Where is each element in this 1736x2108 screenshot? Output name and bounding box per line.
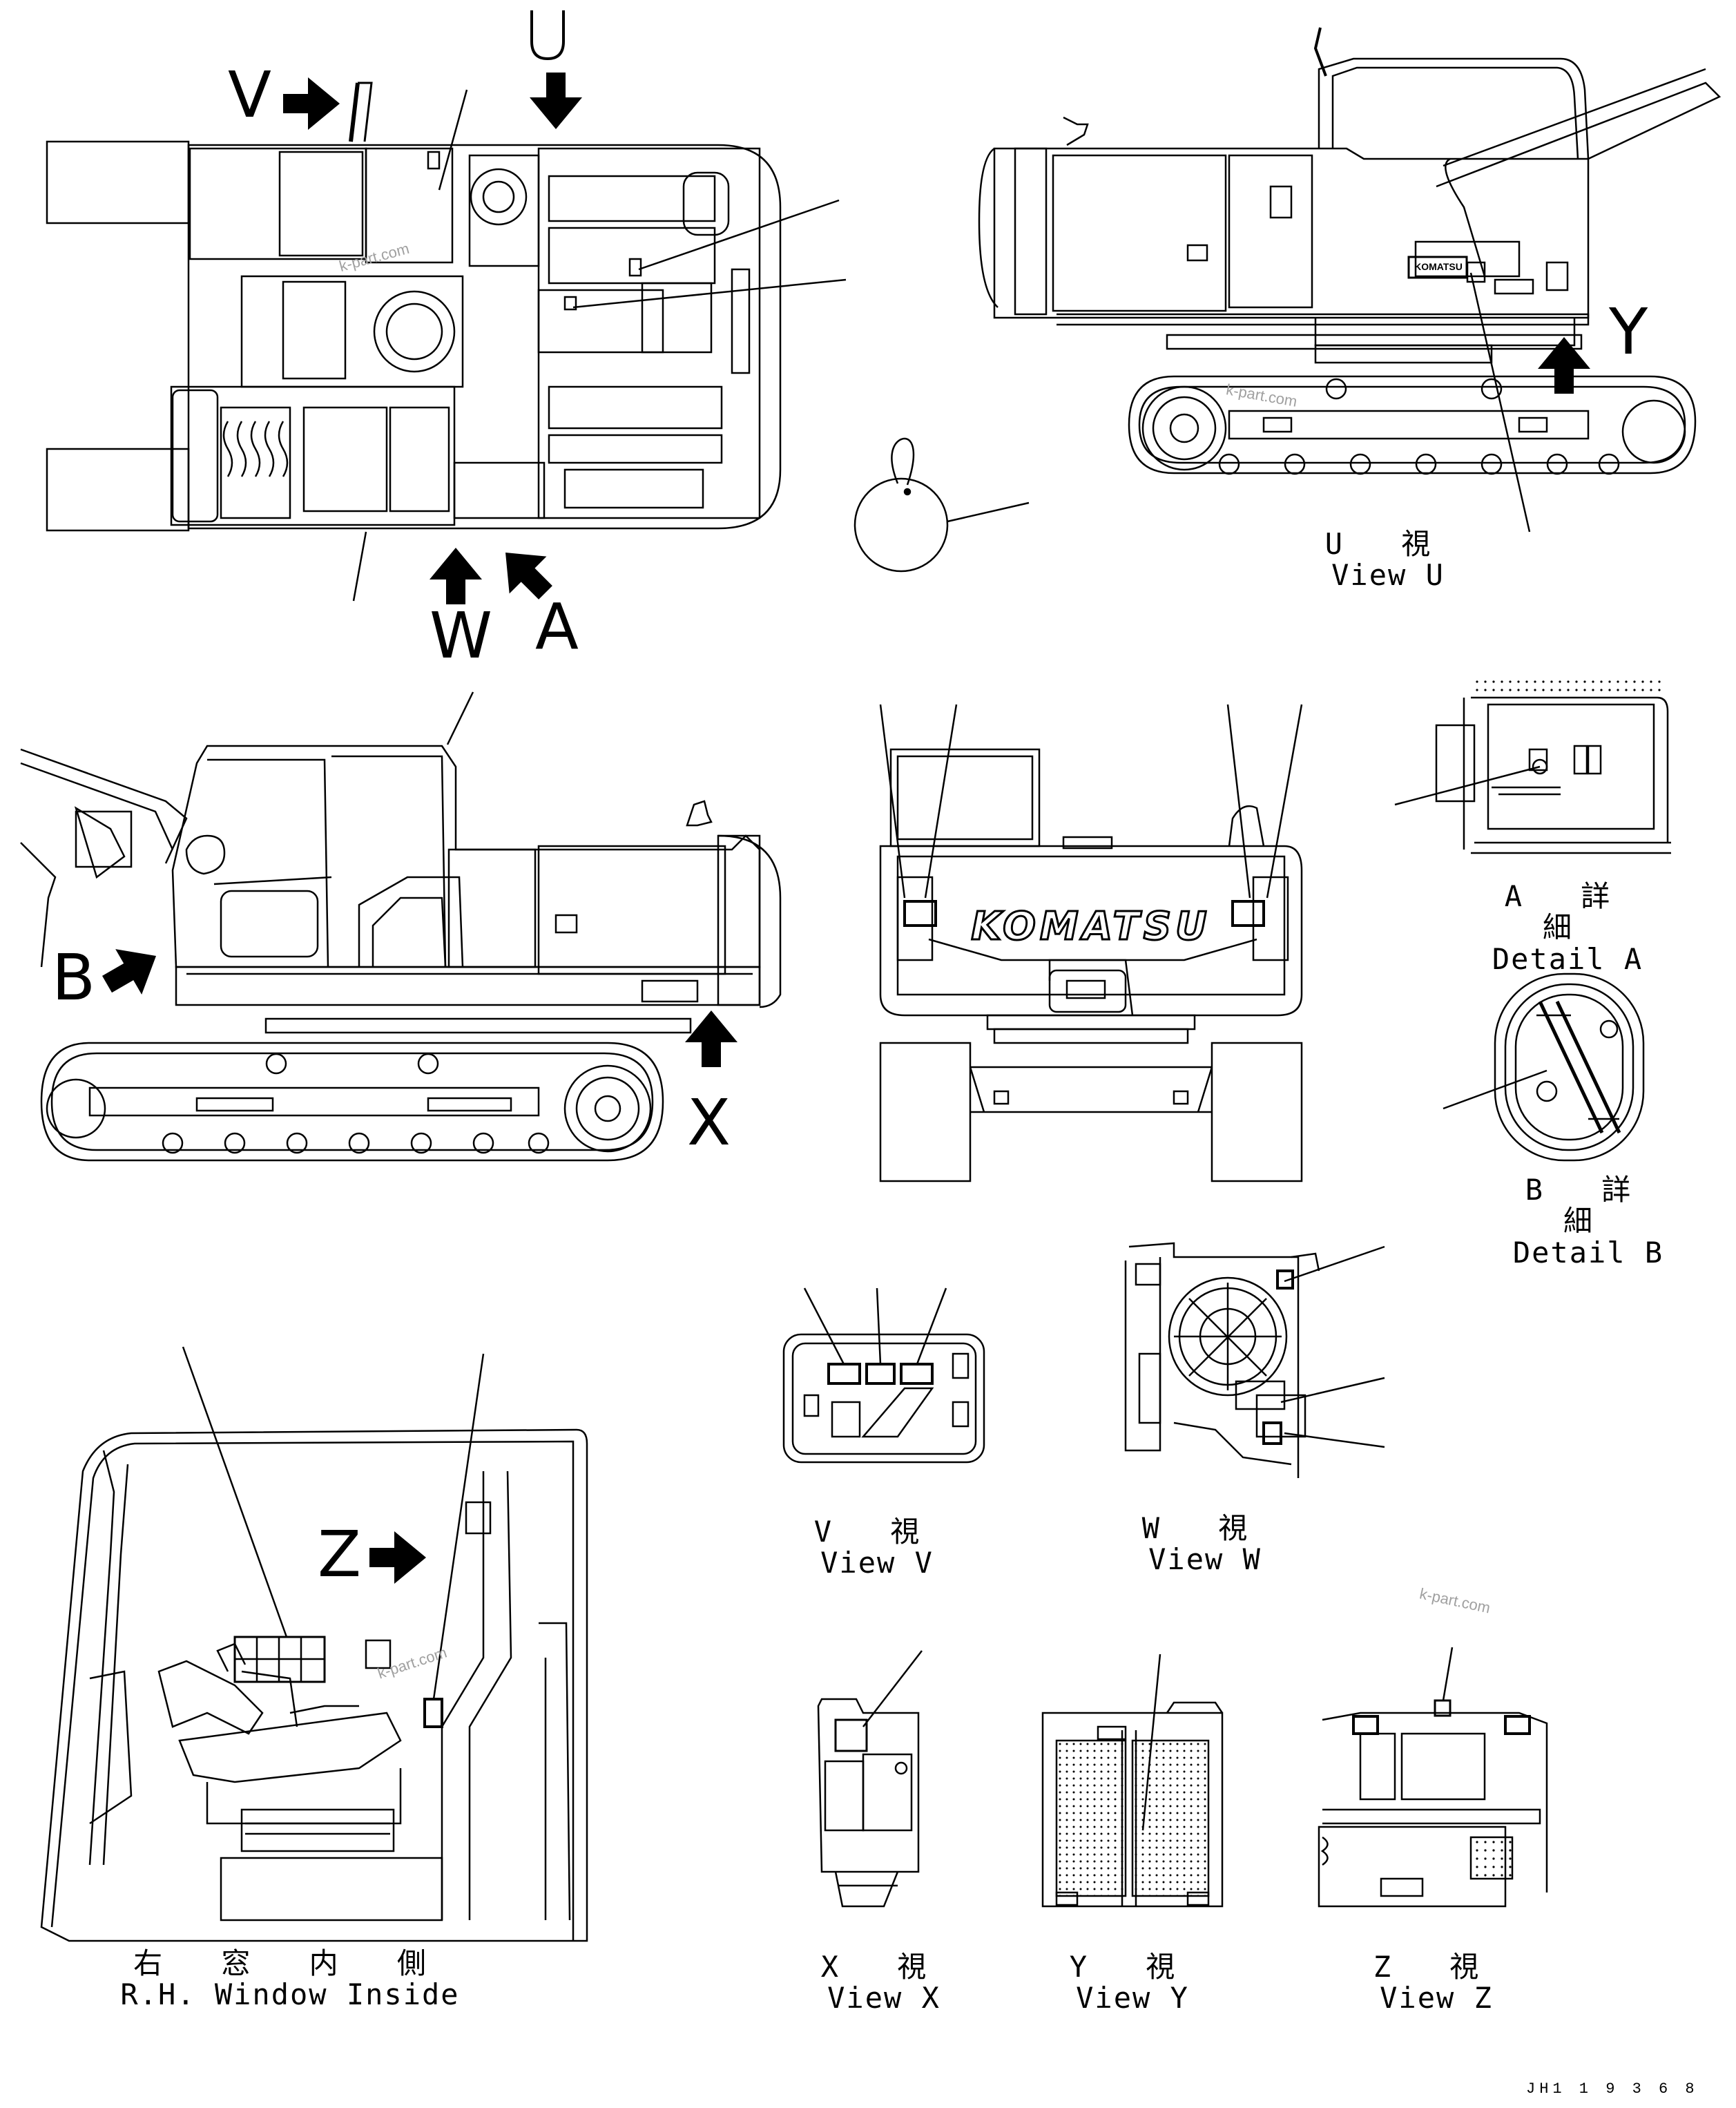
caption-view-z-en: View Z — [1380, 1981, 1493, 2015]
view-v-drawing — [782, 1333, 985, 1464]
rear-view-machine — [879, 748, 1303, 1182]
arrow-y — [1538, 337, 1590, 394]
view-z-leader-line — [1442, 1647, 1454, 1701]
caption-view-v-en: View V — [820, 1546, 934, 1580]
view-u-komatsu-plate — [1407, 256, 1468, 279]
rear-view-leader-lines — [879, 704, 1303, 899]
view-u-leader-line — [1469, 272, 1531, 533]
view-z-drawing — [1318, 1699, 1548, 1908]
caption-rh-window-jp: 右 窓 内 側 — [133, 1946, 447, 1980]
top-view-machine — [46, 82, 782, 602]
letter-z: Z — [318, 1517, 362, 1591]
drawing-code: JH1 1 9 3 6 8 — [1526, 2080, 1699, 2098]
view-u-brand-plate-text: KOMATSU — [1414, 261, 1463, 272]
caption-detail-a-jp: A 詳 細 — [1504, 879, 1631, 945]
top-view-leader-lines — [438, 89, 847, 309]
cab-leader-lines — [182, 1346, 485, 1700]
caption-view-u-en: View U — [1331, 558, 1445, 593]
side-view-leader-line — [446, 691, 474, 745]
view-u-machine — [978, 27, 1721, 475]
caption-view-z-jp: Z 視 — [1373, 1950, 1500, 1984]
caption-view-y: Y 視 View Y — [1029, 1951, 1236, 2014]
detail-b-drawing — [1494, 972, 1645, 1162]
caption-view-x-en: View X — [827, 1981, 941, 2015]
letter-x: X — [687, 1086, 731, 1160]
letter-a: A — [535, 590, 579, 664]
caption-rh-window-en: R.H. Window Inside — [120, 1977, 460, 2012]
caption-view-u-jp: U 視 — [1324, 527, 1452, 561]
caption-view-v: V 視 View V — [773, 1516, 981, 1579]
arrow-z — [369, 1531, 426, 1584]
caption-detail-b-jp: B 詳 細 — [1525, 1173, 1652, 1238]
letter-w: W — [430, 599, 492, 673]
arrow-w — [430, 548, 482, 604]
arrow-v — [283, 77, 340, 130]
side-view-machine — [20, 745, 782, 1162]
u-letter-stroke — [530, 10, 565, 61]
view-x-drawing — [817, 1698, 920, 1908]
caption-view-v-jp: V 視 — [813, 1515, 941, 1549]
caption-detail-b-en: Detail B — [1512, 1235, 1664, 1269]
arrow-b — [102, 949, 157, 995]
letter-b: B — [52, 941, 96, 1015]
view-w-leader-lines — [1280, 1245, 1385, 1448]
caption-rh-window: 右 窓 内 側 R.H. Window Inside — [83, 1948, 497, 2011]
arrow-x — [685, 1010, 737, 1067]
caption-view-w: W 視 View W — [1101, 1513, 1309, 1575]
caption-view-y-jp: Y 視 — [1069, 1950, 1196, 1984]
detail-a-drawing — [1435, 680, 1671, 854]
caption-detail-a-en: Detail A — [1492, 941, 1643, 976]
tag-illustration — [853, 437, 1030, 573]
caption-view-u: U 視 View U — [1277, 528, 1498, 591]
caption-view-x: X 視 View X — [780, 1951, 987, 2014]
view-w-drawing — [1124, 1242, 1320, 1478]
caption-view-z: Z 視 View Z — [1333, 1951, 1540, 2014]
arrow-a — [505, 553, 552, 600]
letter-y: Y — [1609, 295, 1648, 369]
caption-detail-a: A 詳 細 Detail A — [1464, 881, 1671, 975]
caption-view-w-en: View W — [1148, 1542, 1262, 1577]
detail-a-leader-line — [1394, 765, 1541, 806]
view-v-leader-lines — [803, 1287, 947, 1365]
view-y-drawing — [1041, 1701, 1224, 1908]
detail-b-leader-line — [1443, 1069, 1547, 1110]
arrow-u — [530, 73, 582, 129]
rear-view-komatsu-logo: KOMATSU — [971, 904, 1211, 949]
letter-v: V — [228, 58, 271, 132]
caption-view-w-jp: W 視 — [1141, 1511, 1269, 1545]
caption-detail-b: B 詳 細 Detail B — [1485, 1174, 1692, 1268]
view-y-leader-line — [1141, 1654, 1161, 1831]
caption-view-x-jp: X 視 — [820, 1950, 947, 1984]
caption-view-y-en: View Y — [1076, 1981, 1189, 2015]
view-x-leader-line — [862, 1650, 923, 1727]
cab-interior-drawing — [40, 1428, 588, 1942]
